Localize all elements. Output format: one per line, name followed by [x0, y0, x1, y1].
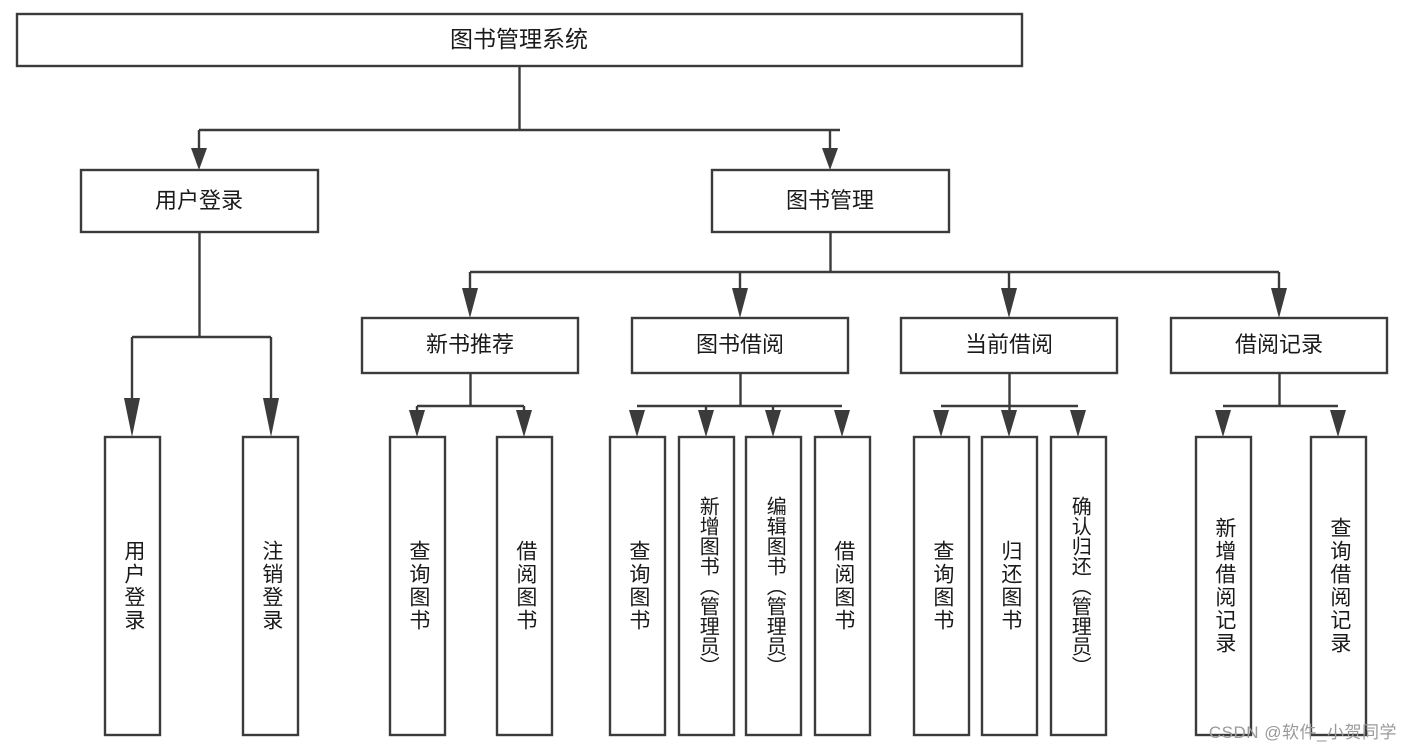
arrowhead-bookmgmt-c1: [462, 288, 478, 318]
node-current-borrow-box[interactable]: [899, 316, 1119, 375]
node-borrow-record[interactable]: 借阅记录: [1169, 316, 1389, 375]
arrowhead-bookborrow-l1: [629, 410, 645, 437]
arrowhead-newbook-l1: [409, 410, 425, 437]
node-user-login-label: 用户登录: [155, 188, 243, 213]
node-root-box[interactable]: [15, 12, 1024, 68]
node-book-borrow-box[interactable]: [630, 316, 850, 375]
arrowhead-bookborrow-l4: [834, 410, 850, 437]
leaf-box-add-borrow-record[interactable]: [1194, 435, 1253, 737]
node-borrow-record-box[interactable]: [1169, 316, 1389, 375]
arrowhead-currentborrow-l1: [933, 410, 949, 437]
arrowhead-bookmgmt-c2: [732, 288, 748, 318]
node-user-login-box[interactable]: [79, 168, 320, 234]
leaf-box-query-borrow-record[interactable]: [1309, 435, 1368, 737]
node-book-management-box[interactable]: [710, 168, 951, 234]
leaf-box-return-book[interactable]: [980, 435, 1039, 737]
arrowhead-root-to-bookmgmt: [822, 148, 838, 170]
arrowhead-newbook-l2: [516, 410, 532, 437]
node-book-borrow[interactable]: 图书借阅: [630, 316, 850, 375]
arrowhead-bookmgmt-c3: [1001, 288, 1017, 318]
arrowhead-borrowrecord-l2: [1330, 410, 1346, 437]
arrowhead-login-leaf1: [124, 398, 140, 437]
leaf-box-add-book-admin[interactable]: [677, 435, 736, 737]
node-layer: 图书管理系统 用户登录 图书管理 新书推荐 图书借阅: [15, 12, 1389, 737]
arrowhead-currentborrow-l3: [1070, 410, 1086, 437]
node-root-label: 图书管理系统: [450, 26, 588, 52]
connector-layer: [124, 66, 1346, 437]
leaf-box-newbook-borrow-book[interactable]: [495, 435, 554, 737]
leaf-box-newbook-query-book[interactable]: [388, 435, 447, 737]
arrowhead-bookborrow-l3: [765, 410, 781, 437]
node-borrow-record-label: 借阅记录: [1235, 332, 1323, 357]
node-current-borrow[interactable]: 当前借阅: [899, 316, 1119, 375]
arrowhead-bookborrow-l2: [698, 410, 714, 437]
arrowhead-bookmgmt-c4: [1271, 288, 1287, 318]
watermark-text: CSDN @软件_小贺同学: [1208, 723, 1397, 742]
leaf-box-borrow-query-book[interactable]: [608, 435, 667, 737]
node-new-book-recommend[interactable]: 新书推荐: [360, 316, 580, 375]
node-current-borrow-label: 当前借阅: [965, 332, 1053, 357]
leaf-box-user-login[interactable]: [103, 435, 162, 737]
leaf-box-logout[interactable]: [241, 435, 300, 737]
leaf-box-current-query-book[interactable]: [912, 435, 971, 737]
leaf-box-edit-book-admin[interactable]: [744, 435, 803, 737]
arrowhead-root-to-login: [191, 148, 207, 170]
arrowhead-login-leaf2: [263, 398, 279, 437]
arrowhead-borrowrecord-l1: [1215, 410, 1231, 437]
node-book-borrow-label: 图书借阅: [696, 332, 784, 357]
node-book-management[interactable]: 图书管理: [710, 168, 951, 234]
leaf-box-borrow-borrow-book[interactable]: [813, 435, 872, 737]
node-new-book-recommend-box[interactable]: [360, 316, 580, 375]
node-book-management-label: 图书管理: [786, 188, 874, 213]
node-new-book-recommend-label: 新书推荐: [426, 332, 514, 357]
node-root[interactable]: 图书管理系统: [15, 12, 1024, 68]
leaf-box-confirm-return-admin[interactable]: [1049, 435, 1108, 737]
arrowhead-currentborrow-l2: [1001, 410, 1017, 437]
node-user-login[interactable]: 用户登录: [79, 168, 320, 234]
